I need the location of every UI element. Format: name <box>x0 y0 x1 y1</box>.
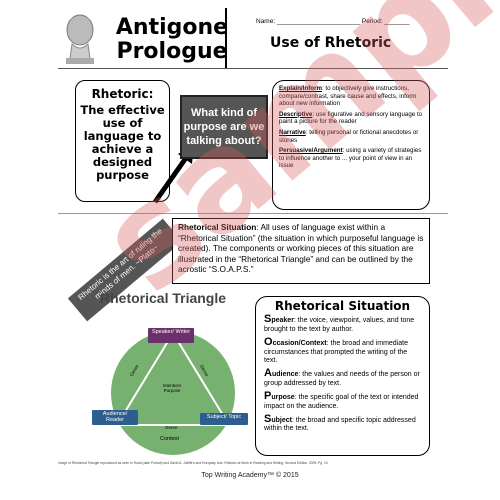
soaps-label: ccasion/Context <box>272 340 327 348</box>
soaps-cap: S <box>264 313 272 326</box>
purpose-term: Descriptive <box>279 110 313 118</box>
purpose-term: Narrative <box>279 128 306 136</box>
purpose-item: Explain/Inform: to objectively give inst… <box>279 85 423 108</box>
soaps-label: peaker <box>271 317 294 325</box>
footer-copyright: Top Writing Academy™ © 2015 <box>201 472 299 479</box>
purpose-term: Explain/Inform <box>279 85 322 92</box>
title-line-1: Antigone <box>115 15 229 40</box>
soaps-label: udience <box>271 371 299 379</box>
purpose-text: : to objectively give instructions, comp… <box>279 85 417 108</box>
soaps-title: Rhetorical Situation <box>274 299 411 313</box>
purpose-item: Narrative: telling personal or fictional… <box>279 129 423 144</box>
situation-body: : All uses of language exist within a “R… <box>178 222 424 274</box>
soaps-cap: P <box>264 390 272 403</box>
soaps-text: : the broad and immediate circumstances … <box>264 340 408 365</box>
soaps-item: Occasion/Context: the broad and immediat… <box>264 336 421 365</box>
purpose-text: : using a variety of strategies to influ… <box>279 147 422 170</box>
soaps-label: urpose <box>271 394 295 402</box>
soaps-text: : the specific goal of the text or inten… <box>264 394 419 410</box>
soaps-box: Rhetorical Situation Speaker: the voice,… <box>255 296 430 456</box>
soaps-item: Purpose: the specific goal of the text o… <box>264 390 421 411</box>
soaps-cap: O <box>264 336 273 349</box>
audience-node: Audience/ Reader <box>92 410 138 425</box>
soaps-label: ubject <box>271 417 292 425</box>
triangle-outline <box>115 331 231 426</box>
intention-label: Intention/ Purpose <box>162 383 182 393</box>
purpose-term: Persuasive/Argument <box>279 147 343 155</box>
greek-bust-icon <box>66 14 94 64</box>
purpose-text: : use figurative and sensory language to… <box>279 110 423 126</box>
header-rule <box>58 68 448 69</box>
context-label: Context <box>160 436 179 442</box>
name-period-line: Name: _______________________ Period: __… <box>256 18 410 25</box>
title-line-2: Prologue <box>116 39 228 64</box>
soaps-text: : the values and needs of the person or … <box>264 371 420 387</box>
purpose-question-box: What kind of purpose are we talking abou… <box>180 95 268 159</box>
soaps-cap: S <box>264 413 272 426</box>
purpose-item: Descriptive: use figurative and sensory … <box>279 111 423 126</box>
header-divider <box>225 8 227 68</box>
rhetoric-heading: Rhetoric: <box>91 87 154 101</box>
rhetoric-definition: The effective use of language to achieve… <box>80 103 165 182</box>
soaps-item: Subject: the broad and specific topic ad… <box>264 413 421 434</box>
soaps-item: Speaker: the voice, viewpoint, values, a… <box>264 313 421 334</box>
soaps-text: : the broad and specific topic addressed… <box>264 417 416 433</box>
triangle-title: Rhetorical Triangle <box>100 290 227 306</box>
situation-lead: Rhetorical Situation <box>178 222 257 232</box>
genre-label-bottom: Genre <box>165 425 178 430</box>
image-credit: Image of Rhetorical Triangle reproduced … <box>58 461 329 465</box>
purpose-text: : telling personal or fictional anecdote… <box>279 128 419 144</box>
purposes-box: Explain/Inform: to objectively give inst… <box>272 80 430 210</box>
soaps-cap: A <box>264 367 272 380</box>
subject-node: Subject/ Topic <box>200 413 248 425</box>
section-rule <box>58 213 448 214</box>
soaps-text: : the voice, viewpoint, values, and tone… <box>264 317 415 333</box>
page-subtitle: Use of Rhetoric <box>270 35 392 51</box>
soaps-item: Audience: the values and needs of the pe… <box>264 367 421 388</box>
page-title: Antigone Prologue <box>112 16 232 64</box>
speaker-node: Speaker/ Writer <box>148 328 194 343</box>
situation-intro-box: Rhetorical Situation: All uses of langua… <box>172 218 430 284</box>
rhetoric-definition-box: Rhetoric: The effective use of language … <box>75 80 170 202</box>
purpose-item: Persuasive/Argument: using a variety of … <box>279 147 423 170</box>
